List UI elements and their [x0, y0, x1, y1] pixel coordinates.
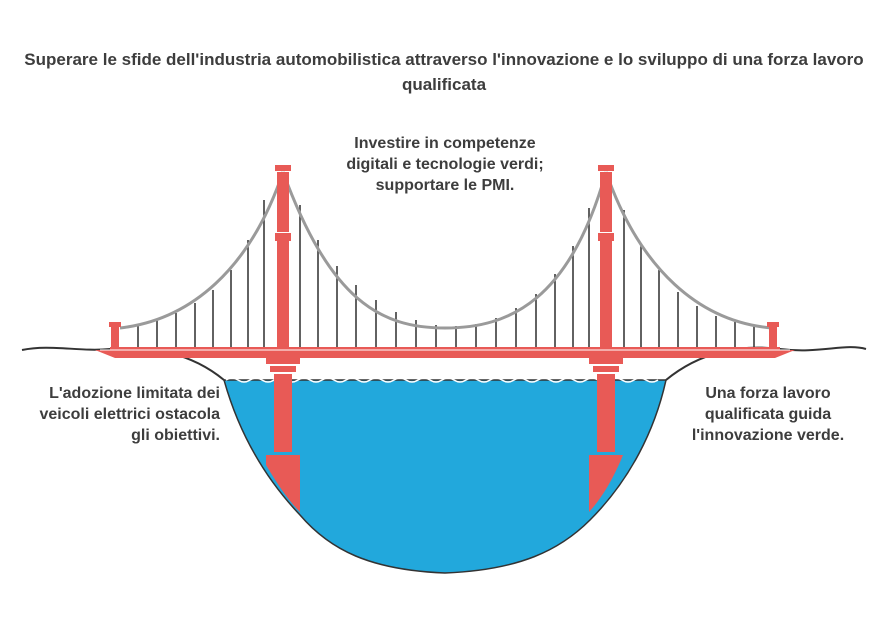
diagram-title: Superare le sfide dell'industria automob…	[24, 50, 864, 94]
label-left-challenge: L'adozione limitata dei veicoli elettric…	[39, 385, 220, 444]
bridge-deck	[95, 347, 795, 358]
tower-right	[589, 165, 623, 512]
bridge-hangers	[137, 200, 755, 350]
end-pylon-left	[109, 322, 121, 349]
suspension-cables	[119, 171, 773, 330]
water-waves	[225, 377, 659, 383]
water-basin	[223, 379, 667, 574]
label-top-invest: Investire in competenze digitali e tecno…	[346, 135, 544, 194]
tower-left	[266, 165, 300, 512]
end-pylon-right	[767, 322, 779, 349]
label-right-outcome: Una forza lavoro qualificata guida l'inn…	[691, 385, 845, 444]
